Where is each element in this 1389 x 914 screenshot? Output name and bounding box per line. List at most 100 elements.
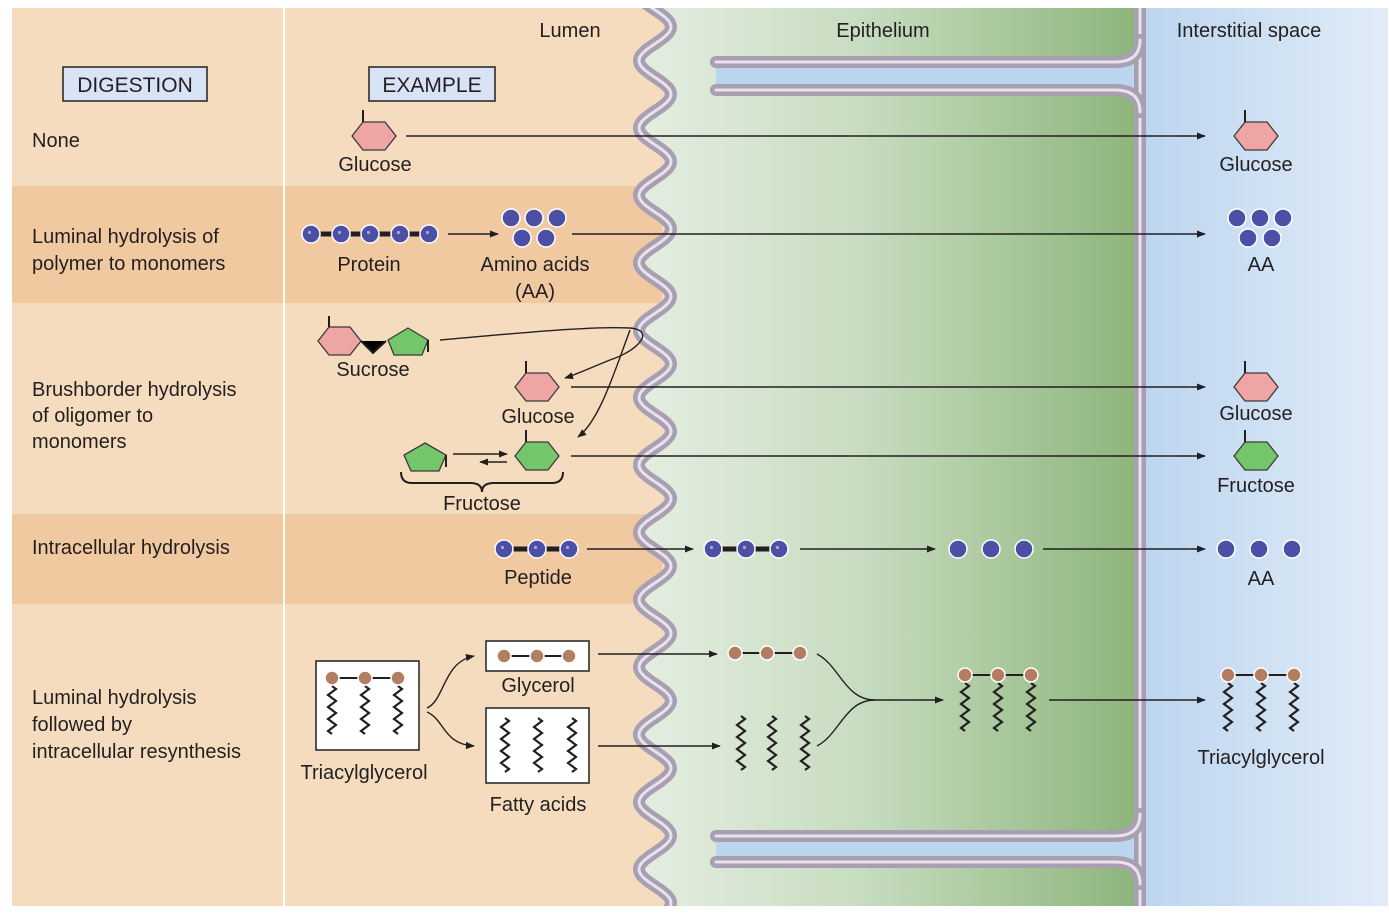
fatty-acid-chain bbox=[959, 682, 971, 732]
highlight bbox=[709, 545, 714, 550]
fructose-pyranose bbox=[514, 430, 560, 471]
sucrose-label: Sucrose bbox=[336, 359, 409, 381]
glycerol-carbon bbox=[990, 667, 1006, 683]
digestion-box bbox=[62, 66, 208, 102]
row-band-intracellular bbox=[12, 514, 662, 604]
lateral-membrane-top-upper-core bbox=[714, 38, 1142, 64]
amino-acids-interstitial bbox=[1227, 208, 1293, 248]
aa-interstitial-label-2: AA bbox=[1248, 568, 1275, 590]
fructose-brace bbox=[400, 471, 564, 493]
amino-acid bbox=[501, 208, 521, 228]
monomer bbox=[360, 224, 380, 244]
fatty-acids-label: Fatty acids bbox=[490, 794, 587, 816]
glycerol-carbon bbox=[1286, 667, 1302, 683]
amino-acids-label-2: (AA) bbox=[515, 281, 555, 303]
fatty-acids-intracellular bbox=[735, 715, 811, 771]
highlight bbox=[425, 230, 430, 235]
monomer bbox=[703, 539, 723, 559]
fatty-acid-chain bbox=[326, 685, 338, 735]
triacylglycerol-intracellular bbox=[957, 667, 1039, 732]
cell-membranes bbox=[633, 8, 1146, 906]
amino-acid bbox=[547, 208, 567, 228]
example-box-label: EXAMPLE bbox=[382, 74, 481, 97]
aa-interstitial-label: AA bbox=[1248, 254, 1275, 276]
fatty-acid-chain bbox=[992, 682, 1004, 732]
fatty-acid-chain bbox=[1288, 682, 1300, 732]
glycerol-label: Glycerol bbox=[501, 675, 574, 697]
example-box bbox=[368, 66, 496, 102]
row-label-brushborder-1: Brushborder hydrolysis bbox=[32, 379, 237, 401]
glucose-interstitial bbox=[1233, 110, 1279, 151]
glycosidic-bond bbox=[360, 340, 387, 355]
row-band-luminal bbox=[12, 186, 662, 303]
amino-acids-interstitial-2 bbox=[1216, 539, 1302, 559]
sucrose-molecule bbox=[317, 316, 429, 356]
glycerol-merge-line bbox=[816, 653, 876, 701]
fructose-label: Fructose bbox=[443, 493, 521, 515]
glycerol-carbon bbox=[1253, 667, 1269, 683]
row-label-luminal-1: Luminal hydrolysis of bbox=[32, 226, 219, 248]
amino-acid bbox=[1238, 228, 1258, 248]
amino-acid bbox=[948, 539, 968, 559]
highlight bbox=[742, 545, 747, 550]
highlight bbox=[396, 230, 401, 235]
sucrose-to-glucose-arrow bbox=[439, 326, 644, 380]
highlight bbox=[775, 545, 780, 550]
protein-label: Protein bbox=[337, 254, 400, 276]
monomer bbox=[301, 224, 321, 244]
highlight bbox=[337, 230, 342, 235]
row-label-brushborder-2: of oligomer to bbox=[32, 405, 153, 427]
sucrose-fructose-unit bbox=[387, 327, 429, 356]
row-label-resynthesis-3: intracellular resynthesis bbox=[32, 741, 241, 763]
fructose-pentagon bbox=[403, 442, 447, 472]
fatty-acid-chain bbox=[1025, 682, 1037, 732]
monomer bbox=[494, 539, 514, 559]
amino-acid bbox=[512, 228, 532, 248]
triacylglycerol-interstitial-label: Triacylglycerol bbox=[1197, 747, 1324, 769]
row-label-brushborder-3: monomers bbox=[32, 431, 126, 453]
highlight bbox=[307, 230, 312, 235]
row-label-resynthesis-2: followed by bbox=[32, 714, 132, 736]
glycerol-carbon bbox=[324, 670, 340, 686]
row-label-intracellular: Intracellular hydrolysis bbox=[32, 537, 230, 559]
glycerol-carbon bbox=[496, 648, 512, 664]
fatty-acid-chain bbox=[735, 715, 747, 771]
glucose-lumen bbox=[351, 110, 397, 151]
fatty-acids-lumen bbox=[499, 717, 578, 773]
tag-to-fatty-acids-arrow bbox=[426, 711, 475, 750]
apical-membrane-core bbox=[637, 8, 673, 906]
amino-acid bbox=[536, 228, 556, 248]
protein-chain bbox=[301, 224, 439, 244]
glycerol-carbon bbox=[561, 648, 577, 664]
monomer bbox=[527, 539, 547, 559]
glycerol-carbon bbox=[390, 670, 406, 686]
glycerol-carbon bbox=[759, 645, 775, 661]
row-label-resynthesis-1: Luminal hydrolysis bbox=[32, 687, 197, 709]
amino-acid bbox=[1227, 208, 1247, 228]
lateral-membrane-bottom-lower-core bbox=[714, 860, 1142, 886]
fatty-acid-chain bbox=[359, 685, 371, 735]
triacylglycerol-label: Triacylglycerol bbox=[300, 762, 427, 784]
tag-to-glycerol-arrow bbox=[426, 654, 475, 709]
lateral-membrane-bottom-upper-core bbox=[714, 812, 1142, 838]
lumen-header: Lumen bbox=[539, 20, 600, 42]
monomer bbox=[419, 224, 439, 244]
row-label-none: None bbox=[32, 130, 80, 152]
lateral-membrane-top-lower-core bbox=[714, 88, 1142, 114]
glucose-interstitial-2 bbox=[1233, 361, 1279, 402]
fatty-acid-chain bbox=[532, 717, 544, 773]
glycerol-carbon bbox=[357, 670, 373, 686]
glycerol-carbon bbox=[1220, 667, 1236, 683]
glycerol-carbon bbox=[727, 645, 743, 661]
amino-acid bbox=[1273, 208, 1293, 228]
glycerol-lumen bbox=[496, 648, 577, 664]
fatty-acid-chain bbox=[499, 717, 511, 773]
amino-acid bbox=[1282, 539, 1302, 559]
amino-acid bbox=[1216, 539, 1236, 559]
epithelium-region bbox=[639, 8, 1138, 906]
sucrose-to-fructose-arrow bbox=[577, 329, 631, 438]
amino-acid bbox=[1250, 208, 1270, 228]
fatty-acid-chain bbox=[766, 715, 778, 771]
